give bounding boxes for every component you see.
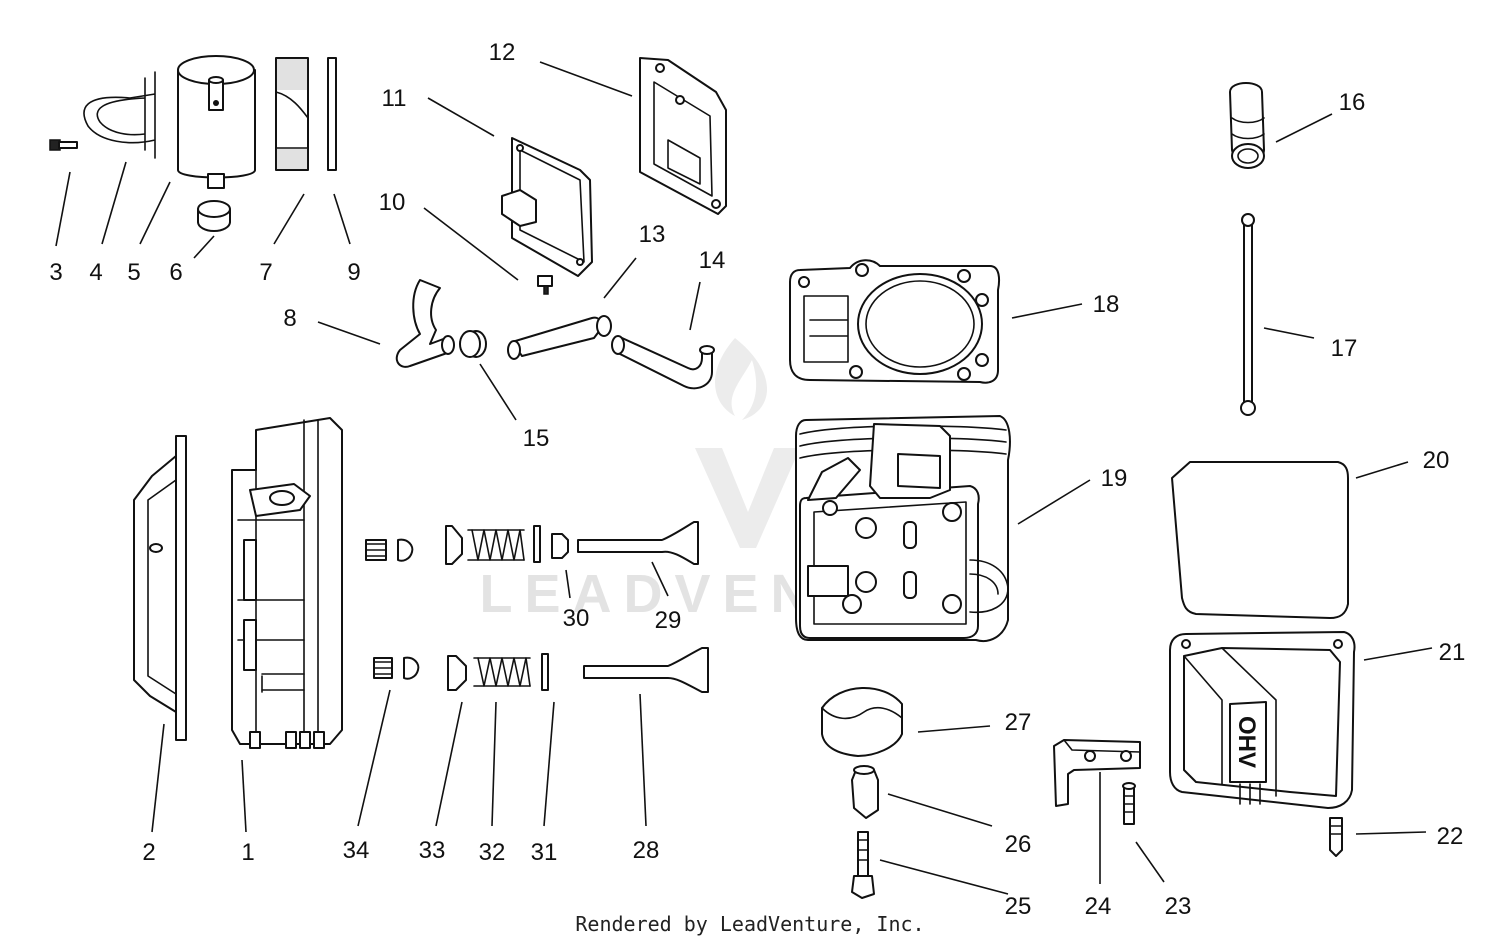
part-9-gasket-strip [327,57,337,171]
part-34-valve-keepers [373,656,420,680]
part-23-guide-bolt [1122,782,1136,825]
valve-keepers-upper [365,538,414,562]
part-10-screw [537,275,553,295]
callout-10: 10 [379,189,406,216]
valve-spring-upper [467,529,525,561]
part-25-rocker-stud [851,831,875,899]
part-14-hose-elbow [611,335,715,390]
callout-7: 7 [259,259,272,286]
part-30-valve-cap [551,533,569,559]
callout-24: 24 [1085,893,1112,920]
part-32-valve-spring [473,657,531,687]
part-21-valve-cover: OHV [1169,631,1356,809]
callout-17: 17 [1331,335,1358,362]
part-31-valve-seal [541,653,549,691]
callout-30: 30 [563,605,590,632]
callout-25: 25 [1005,893,1032,920]
callout-1: 1 [241,839,254,866]
callout-33: 33 [419,837,446,864]
callout-5: 5 [127,259,140,286]
part-28-valve [583,647,709,693]
callout-8: 8 [283,305,296,332]
callout-23: 23 [1165,893,1192,920]
callout-11: 11 [382,85,407,112]
cover-logo-text: OHV [1233,716,1260,768]
part-13-hose [507,315,612,360]
part-2-side-cover [133,435,187,741]
callout-12: 12 [489,39,516,66]
callout-32: 32 [479,839,506,866]
spring-retainer-upper [445,525,463,565]
callout-31: 31 [531,839,558,866]
callout-27: 27 [1005,709,1032,736]
callout-22: 22 [1437,823,1464,850]
callout-9: 9 [347,259,360,286]
callout-19: 19 [1101,465,1128,492]
callout-18: 18 [1093,291,1120,318]
callout-26: 26 [1005,831,1032,858]
callout-16: 16 [1339,89,1366,116]
callout-14: 14 [699,247,726,274]
part-15-clamp [459,330,487,358]
part-17-push-rod [1240,213,1256,416]
callout-21: 21 [1439,639,1466,666]
part-1-cylinder-head-side [231,417,343,749]
part-20-cover-gasket [1171,461,1349,619]
callout-20: 20 [1423,447,1450,474]
callout-29: 29 [655,607,682,634]
part-18-head-gasket [789,259,1000,384]
callout-34: 34 [343,837,370,864]
part-22-cover-bolt [1329,817,1343,857]
part-33-spring-retainer [447,655,467,691]
callout-4: 4 [89,259,102,286]
leader-lines [55,61,1433,895]
callout-labels: 1 2 3 4 5 6 7 8 9 10 11 12 13 14 15 16 1… [49,39,1465,920]
callout-3: 3 [49,259,62,286]
part-7-seal-block [275,57,309,171]
callout-15: 15 [523,425,550,452]
callout-13: 13 [639,221,666,248]
part-26-pivot [851,765,879,819]
part-8-elbow-tube [395,279,455,368]
callout-2: 2 [142,839,155,866]
part-29-valve [577,521,699,565]
part-12-gasket-plate [639,57,727,215]
valve-seal-upper [533,525,541,563]
part-6-grommet [197,200,231,232]
part-24-guide-plate [1053,739,1141,807]
footer-credit: Rendered by LeadVenture, Inc. [575,912,925,936]
part-16-valve-cap [1229,82,1265,169]
part-4-bracket [83,71,156,159]
callout-6: 6 [169,259,182,286]
callout-28: 28 [633,837,660,864]
part-5-canister [177,55,256,189]
part-11-cover-plate [501,137,593,277]
part-27-rocker-cover [821,687,903,757]
part-3-screw [49,139,78,151]
part-19-cylinder-head [795,415,1011,642]
